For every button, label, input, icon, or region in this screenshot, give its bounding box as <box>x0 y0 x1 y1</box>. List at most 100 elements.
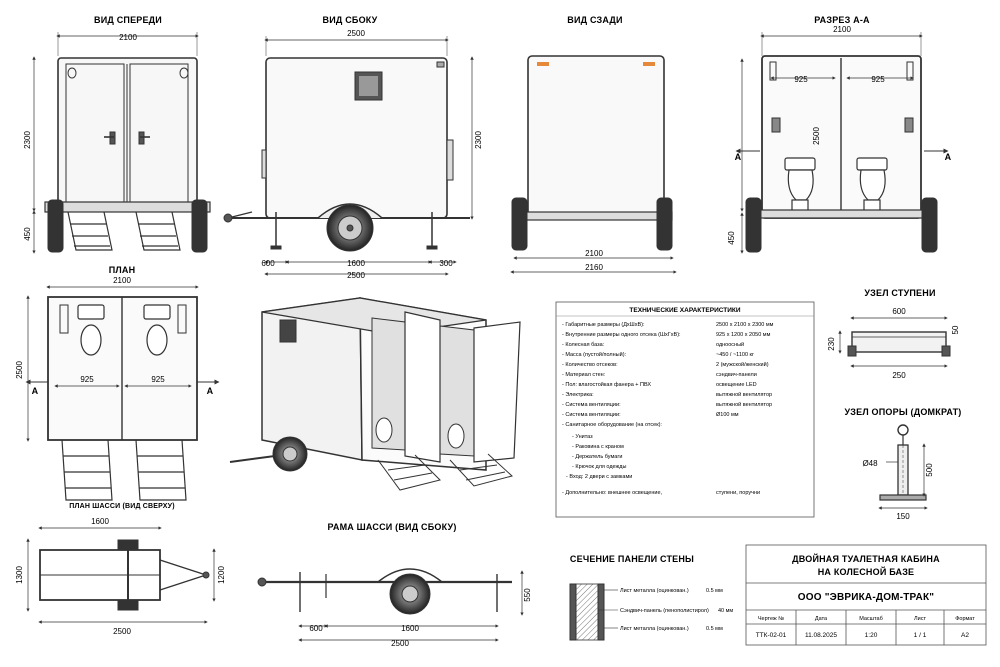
spec-sanitary-item: - Держатель бумаги <box>572 454 622 460</box>
spec-value: Ø100 мм <box>716 412 739 418</box>
dim-side-total: 2500 <box>347 271 365 280</box>
chassis-frame-side-view <box>257 568 524 642</box>
dim-jack-base: 150 <box>896 512 910 521</box>
title-jack-node: УЗЕЛ ОПОРЫ (ДОМКРАТ) <box>845 407 962 417</box>
wall-layer2-value: 40 мм <box>718 608 733 614</box>
dim-front-base: 450 <box>23 227 32 241</box>
spec-sanitary-item: - Крючок для одежды <box>572 464 626 470</box>
dim-plan-right: 925 <box>151 375 165 384</box>
title-block-scale: 1:20 <box>865 632 878 639</box>
dim-plan-left: 925 <box>80 375 94 384</box>
title-plan: ПЛАН <box>109 265 136 275</box>
dim-step-width: 600 <box>892 307 906 316</box>
dim-frame-b: 1600 <box>401 624 419 633</box>
spec-key: - Система вентиляции: <box>562 412 621 418</box>
dim-step-height: 230 <box>827 337 836 351</box>
spec-extra-key: - Дополнительно: внешнее освещение, <box>562 490 663 496</box>
title-block-date: 11.08.2025 <box>805 632 837 639</box>
spec-key: - Материал стен: <box>562 372 606 378</box>
side-view <box>223 36 474 276</box>
wall-layer3-label: Лист металла (оцинкован.) <box>620 626 689 632</box>
dim-jack-height: 500 <box>925 463 934 477</box>
dim-section-left: 925 <box>794 75 808 84</box>
dim-rear-total: 2160 <box>585 263 603 272</box>
dim-section-height: 2500 <box>812 127 821 145</box>
tech-specs-table: ТЕХНИЧЕСКИЕ ХАРАКТЕРИСТИКИ - Габаритные … <box>555 301 815 518</box>
step-node-detail <box>838 316 951 368</box>
wall-layer1-label: Лист металла (оцинкован.) <box>620 588 689 594</box>
title-block-sheet-header: Лист <box>914 616 926 622</box>
wall-layer3-value: 0.5 мм <box>706 626 723 632</box>
title-chassis-plan: ПЛАН ШАССИ (ВИД СВЕРХУ) <box>69 503 175 510</box>
title-block-format-header: Формат <box>955 616 975 622</box>
title-block-sheet: 1 / 1 <box>914 632 927 639</box>
dim-section-width: 2100 <box>833 25 851 34</box>
title-section-aa: РАЗРЕЗ А-А <box>814 15 870 25</box>
spec-value: освещение LED <box>716 382 757 388</box>
title-block-format: A2 <box>961 632 969 639</box>
dim-front-width: 2100 <box>119 33 137 42</box>
dim-side-b: 1600 <box>347 259 365 268</box>
title-chassis-frame: РАМА ШАССИ (ВИД СБОКУ) <box>327 522 456 532</box>
dim-front-height: 2300 <box>23 131 32 149</box>
title-rear-view: ВИД СЗАДИ <box>567 15 622 25</box>
dim-frame-a: 600 <box>309 624 323 633</box>
spec-key: - Санитарное оборудование (на отсек): <box>562 422 662 428</box>
dim-chassis-h2: 1200 <box>217 566 226 584</box>
plan-view <box>25 285 220 501</box>
spec-value: вытяжной вентилятор <box>716 391 772 398</box>
title-block <box>745 544 987 646</box>
wall-layer2-label: Сэндвич-панель (пенополистирол) <box>620 608 709 614</box>
dim-jack-diameter: Ø48 <box>862 459 878 468</box>
trailer-3d-illustration <box>229 297 521 491</box>
title-block-name-line1: ДВОЙНАЯ ТУАЛЕТНАЯ КАБИНА <box>792 553 940 564</box>
dim-frame-total: 2500 <box>391 639 409 648</box>
wall-layer1-value: 0.5 мм <box>706 588 723 594</box>
title-block-scale-header: Масштаб <box>859 616 883 622</box>
spec-value: 925 x 1200 x 2050 мм <box>716 332 771 338</box>
dim-plan-height: 2500 <box>15 361 24 379</box>
dim-step-thickness: 50 <box>951 325 960 334</box>
dim-side-a: 600 <box>261 259 275 268</box>
specs-title: ТЕХНИЧЕСКИЕ ХАРАКТЕРИСТИКИ <box>629 307 740 314</box>
dim-rear-width: 2100 <box>585 249 603 258</box>
front-view <box>32 32 211 254</box>
dim-chassis-h1: 1300 <box>15 566 24 584</box>
section-mark-left: A <box>735 152 742 162</box>
title-block-doc: ТТК-02-01 <box>756 632 787 639</box>
dim-step-base: 250 <box>892 371 906 380</box>
rear-view <box>510 55 677 274</box>
spec-value: 2 (мужской/женский) <box>716 361 769 368</box>
spec-key: - Внутренние размеры одного отсека (ШхГх… <box>562 332 681 338</box>
dim-chassis-width: 1600 <box>91 517 109 526</box>
spec-key: - Система вентиляции: <box>562 402 621 408</box>
spec-key: - Масса (пустой/полный): <box>562 351 627 358</box>
dim-section-base: 450 <box>727 231 736 245</box>
spec-value: сэндвич-панели <box>716 372 757 378</box>
spec-key: - Колесная база: <box>562 342 605 348</box>
section-mark-right: A <box>945 152 952 162</box>
dim-plan-width: 2100 <box>113 276 131 285</box>
spec-sanitary-item: - Унитаз <box>572 434 593 440</box>
jack-node-detail <box>878 424 928 510</box>
dim-side-c: 300 <box>439 259 453 268</box>
spec-extra-value: ступени, поручни <box>716 490 760 496</box>
title-block-doc-header: Чертеж № <box>758 616 784 622</box>
spec-key: - Электрика: <box>562 392 594 398</box>
title-front-view: ВИД СПЕРЕДИ <box>94 15 162 25</box>
spec-value: вытяжной вентилятор <box>716 401 772 408</box>
dim-frame-height: 550 <box>523 588 532 602</box>
spec-value: 2500 x 2100 x 2300 мм <box>716 322 774 328</box>
dim-section-right: 925 <box>871 75 885 84</box>
spec-sanitary-item: - Раковина с краном <box>572 444 624 450</box>
spec-key: - Пол: влагостойкая фанера + ПВХ <box>562 381 651 388</box>
plan-mark-right: A <box>207 386 214 396</box>
spec-value: ~450 / ~1100 кг <box>716 352 754 358</box>
chassis-plan-view <box>26 526 216 624</box>
spec-value: одноосный <box>716 341 744 348</box>
title-block-name-line2: НА КОЛЕСНОЙ БАЗЕ <box>818 566 915 577</box>
title-step-node: УЗЕЛ СТУПЕНИ <box>864 288 935 298</box>
plan-mark-left: A <box>32 386 39 396</box>
title-side-view: ВИД СБОКУ <box>323 15 378 25</box>
